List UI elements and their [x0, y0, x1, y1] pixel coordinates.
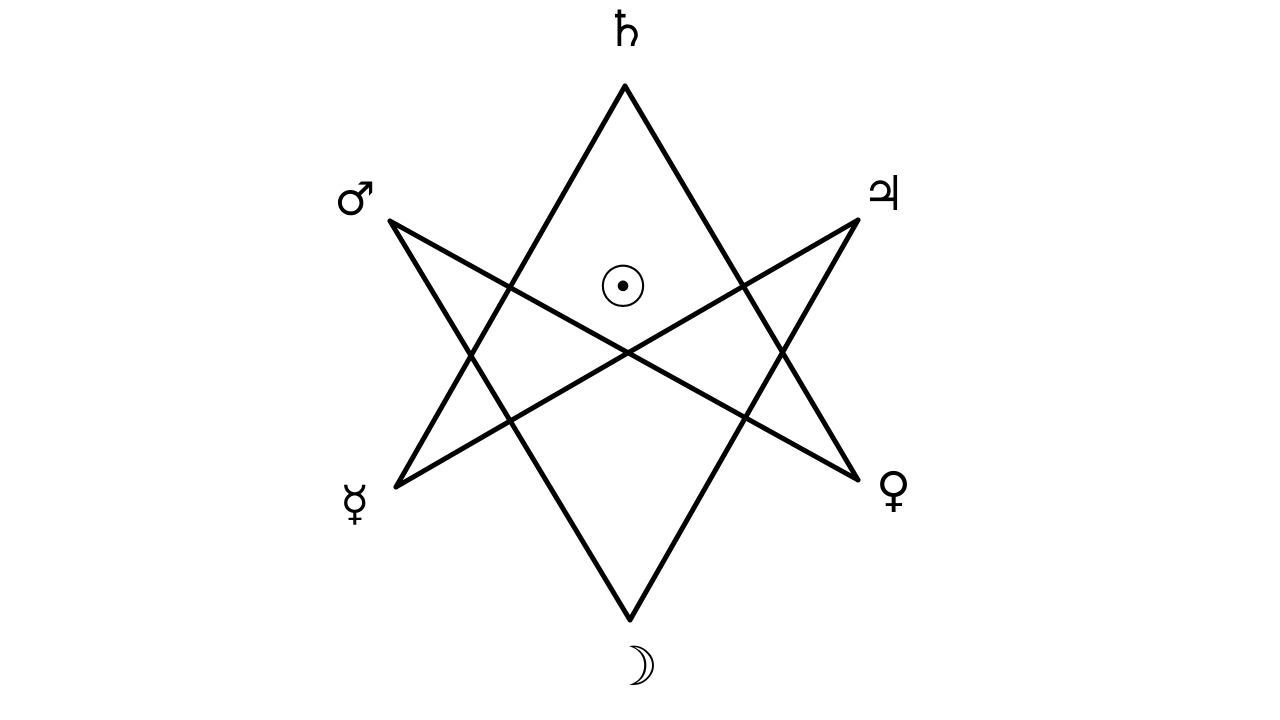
hexagram-stroke-4	[387, 218, 861, 483]
mercury-symbol: ☿	[340, 476, 370, 532]
hexagram-stroke-2	[622, 83, 861, 483]
saturn-symbol: ♄	[604, 0, 649, 58]
mars-symbol: ♂	[334, 172, 376, 226]
moon-symbol: ☽	[610, 635, 659, 698]
hexagram-stroke-6	[627, 217, 861, 623]
hexagram-stroke-5	[387, 218, 633, 623]
venus-symbol: ♀	[876, 462, 912, 518]
sun-symbol: ☉	[597, 253, 649, 321]
jupiter-symbol: ♃	[862, 166, 906, 222]
